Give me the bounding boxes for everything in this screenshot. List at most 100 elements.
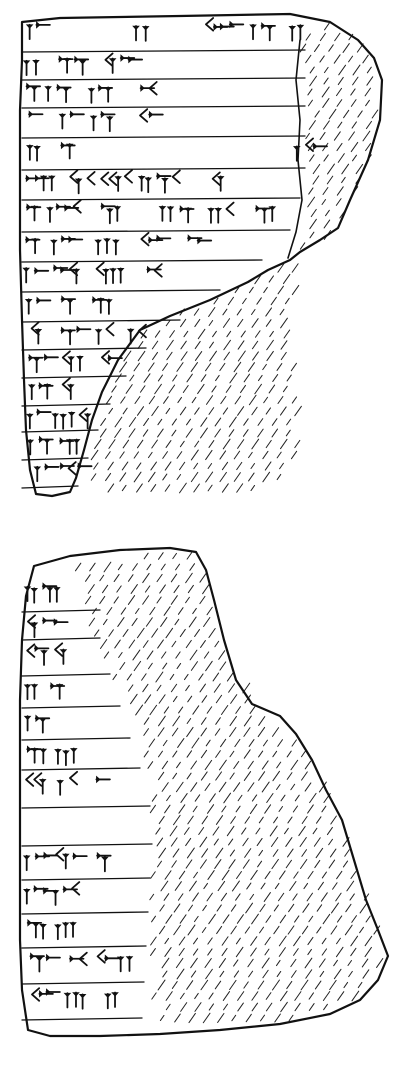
hatch-stroke bbox=[151, 992, 157, 1000]
hatch-stroke bbox=[265, 439, 272, 449]
hatch-stroke bbox=[164, 804, 171, 814]
hatch-stroke bbox=[257, 428, 264, 438]
hatch-stroke bbox=[286, 418, 292, 426]
ruling-line bbox=[21, 877, 151, 881]
hatch-stroke bbox=[194, 1002, 202, 1012]
hatch-stroke bbox=[309, 66, 315, 74]
hatch-stroke bbox=[113, 573, 120, 583]
hatch-stroke bbox=[145, 617, 153, 627]
hatch-stroke bbox=[229, 372, 238, 384]
hatch-stroke bbox=[193, 937, 199, 945]
hatch-stroke bbox=[176, 662, 182, 670]
hatch-stroke bbox=[308, 992, 315, 1000]
hatch-stroke bbox=[236, 914, 244, 924]
hatch-stroke bbox=[217, 880, 226, 892]
hatch-stroke bbox=[350, 141, 359, 153]
hatch-stroke bbox=[275, 959, 281, 967]
hatch-stroke bbox=[206, 892, 213, 902]
hatch-stroke bbox=[264, 948, 270, 956]
hatch-stroke bbox=[166, 339, 174, 351]
hatch-stroke bbox=[211, 385, 217, 393]
hatch-stroke bbox=[122, 629, 129, 637]
wedge-stroke bbox=[171, 169, 181, 184]
hatch-stroke bbox=[276, 473, 282, 481]
hatch-stroke bbox=[319, 131, 326, 141]
hatch-stroke bbox=[307, 804, 314, 814]
hatch-stroke bbox=[146, 650, 154, 660]
hatch-stroke bbox=[342, 43, 350, 53]
hatch-stroke bbox=[249, 706, 256, 714]
hatch-stroke bbox=[186, 726, 194, 738]
hatch-stroke bbox=[99, 595, 106, 605]
hatch-stroke bbox=[257, 980, 265, 990]
hatch-stroke bbox=[219, 450, 227, 460]
wedge-stroke bbox=[86, 171, 96, 186]
ruling-line bbox=[21, 457, 89, 461]
hatch-stroke bbox=[264, 936, 271, 946]
hatch-stroke bbox=[185, 572, 193, 584]
hatch-stroke bbox=[251, 340, 259, 350]
hatch-stroke bbox=[323, 154, 329, 162]
hatch-stroke bbox=[85, 574, 91, 582]
hatch-stroke bbox=[290, 958, 297, 968]
hatch-stroke bbox=[338, 64, 347, 76]
hatch-stroke bbox=[194, 440, 200, 448]
hatch-stroke bbox=[328, 44, 334, 52]
ruling-line bbox=[21, 259, 263, 263]
hatch-stroke bbox=[143, 552, 149, 560]
hatch-stroke bbox=[108, 629, 114, 637]
hatch-stroke bbox=[241, 827, 247, 835]
hatch-stroke bbox=[312, 175, 320, 185]
hatch-stroke bbox=[137, 350, 146, 362]
hatch-stroke bbox=[193, 462, 199, 470]
hatch-stroke bbox=[114, 416, 123, 428]
ruling-line bbox=[21, 197, 301, 201]
hatch-stroke bbox=[265, 307, 272, 317]
hatch-stroke bbox=[251, 913, 259, 925]
ruling-line bbox=[21, 981, 145, 985]
ruling-line bbox=[21, 77, 306, 81]
hatch-stroke bbox=[165, 407, 171, 415]
wedge-stroke bbox=[148, 81, 158, 96]
ruling-line bbox=[21, 673, 111, 677]
hatch-stroke bbox=[186, 373, 193, 383]
hatch-stroke bbox=[147, 761, 154, 769]
hatch-stroke bbox=[350, 99, 357, 107]
hatch-stroke bbox=[284, 297, 290, 305]
hatch-stroke bbox=[158, 815, 165, 825]
hatch-stroke bbox=[214, 428, 221, 438]
hatch-stroke bbox=[161, 651, 167, 659]
hatch-stroke bbox=[300, 859, 308, 869]
hatch-stroke bbox=[289, 881, 297, 891]
hatch-stroke bbox=[141, 673, 147, 681]
hatch-stroke bbox=[307, 99, 313, 107]
hatch-stroke bbox=[108, 407, 114, 415]
hatch-stroke bbox=[237, 350, 246, 362]
hatch-stroke bbox=[319, 970, 325, 978]
ruling-line bbox=[21, 609, 101, 613]
hatch-stroke bbox=[244, 848, 252, 858]
hatch-stroke bbox=[271, 428, 279, 438]
hatch-stroke bbox=[183, 330, 189, 338]
hatch-stroke bbox=[200, 417, 208, 427]
hatch-stroke bbox=[218, 958, 226, 968]
hatch-stroke bbox=[204, 783, 211, 791]
hatch-stroke bbox=[228, 683, 236, 693]
hatch-stroke bbox=[183, 827, 190, 835]
hatch-stroke bbox=[131, 617, 138, 627]
hatch-stroke bbox=[243, 373, 250, 383]
wedge-stroke bbox=[100, 171, 110, 186]
ruling-line bbox=[21, 167, 306, 171]
hatch-stroke bbox=[205, 660, 213, 672]
hatch-stroke bbox=[229, 979, 237, 991]
ruling-line bbox=[21, 767, 141, 771]
ruling-line bbox=[21, 843, 153, 847]
hatch-stroke bbox=[346, 880, 355, 892]
hatch-stroke bbox=[108, 439, 116, 449]
hatch-stroke bbox=[258, 771, 266, 781]
hatch-stroke bbox=[142, 572, 150, 584]
hatch-stroke bbox=[222, 318, 231, 328]
hatch-stroke bbox=[177, 738, 185, 748]
hatch-stroke bbox=[294, 915, 300, 923]
hatch-stroke bbox=[322, 98, 330, 108]
